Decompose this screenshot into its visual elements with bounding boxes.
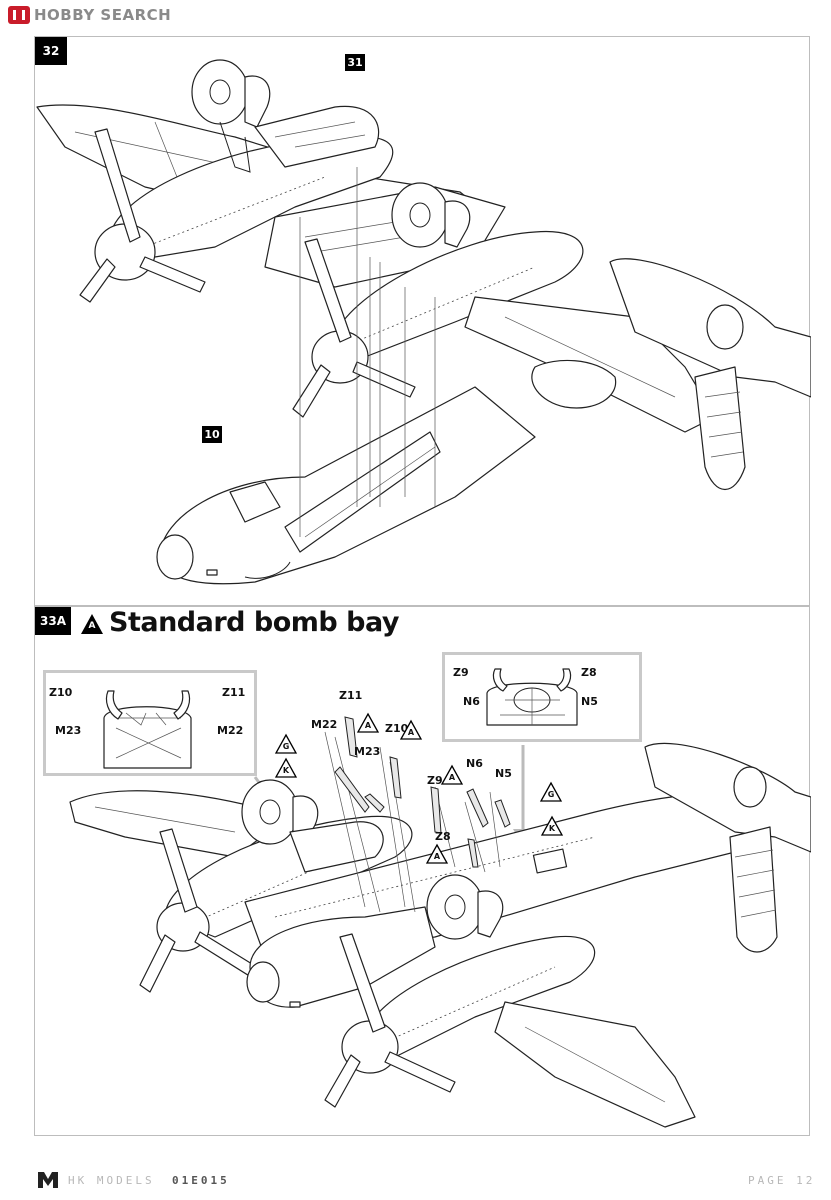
step-number-badge: 32 xyxy=(35,37,67,65)
callout-triangle-a: A xyxy=(399,719,423,740)
watermark-text: HOBBY SEARCH xyxy=(34,6,172,24)
detail-inset-left: Z10 Z11 M23 M22 xyxy=(43,670,257,776)
section-title: Standard bomb bay xyxy=(109,607,399,638)
step-33a-illustration xyxy=(69,716,811,1128)
part-label-z8: Z8 xyxy=(581,666,597,679)
part-label-n6: N6 xyxy=(466,757,483,770)
callout-triangle-g: G xyxy=(274,733,298,754)
footer-brand: HK MODELS xyxy=(68,1174,155,1187)
ref-step-31-badge: 31 xyxy=(345,54,365,71)
callout-triangle-a: A xyxy=(356,712,380,733)
detail-inset-right: Z9 Z8 N6 N5 xyxy=(442,652,642,742)
part-label-z10: Z10 xyxy=(385,722,409,735)
watermark: HOBBY SEARCH xyxy=(8,5,171,25)
part-label-m22: M22 xyxy=(217,724,244,737)
step-32-panel: 32 xyxy=(34,36,811,606)
part-label-z11: Z11 xyxy=(339,689,363,702)
part-label-z10: Z10 xyxy=(49,686,73,699)
part-label-n6: N6 xyxy=(463,695,480,708)
part-label-z9: Z9 xyxy=(453,666,469,679)
part-label-m23: M23 xyxy=(55,724,82,737)
part-label-m22: M22 xyxy=(311,718,338,731)
callout-triangle-a: A xyxy=(425,843,449,864)
part-label-n5: N5 xyxy=(495,767,512,780)
callout-triangle-k: K xyxy=(274,757,298,778)
step-32-illustration xyxy=(36,59,811,585)
part-label-z9: Z9 xyxy=(427,774,443,787)
part-label-n5: N5 xyxy=(581,695,598,708)
part-label-z8: Z8 xyxy=(435,830,451,843)
part-label-z11: Z11 xyxy=(222,686,246,699)
hobby-search-logo-icon xyxy=(8,6,30,24)
callout-triangle-a: A xyxy=(440,764,464,785)
variant-a-icon: A xyxy=(80,613,104,635)
callout-triangle-k: K xyxy=(540,815,564,836)
hk-models-logo-icon xyxy=(36,1168,60,1190)
footer-product-code: 01E015 xyxy=(172,1174,230,1187)
callout-triangle-g: G xyxy=(539,781,563,802)
part-label-m23: M23 xyxy=(354,745,381,758)
step-number-badge: 33A xyxy=(35,607,71,635)
step-33a-panel: 33A A Standard bomb bay Z10 Z11 M23 M22 … xyxy=(34,606,811,1136)
footer-page-number: PAGE 12 xyxy=(748,1174,816,1187)
ref-step-10-badge: 10 xyxy=(202,426,222,443)
